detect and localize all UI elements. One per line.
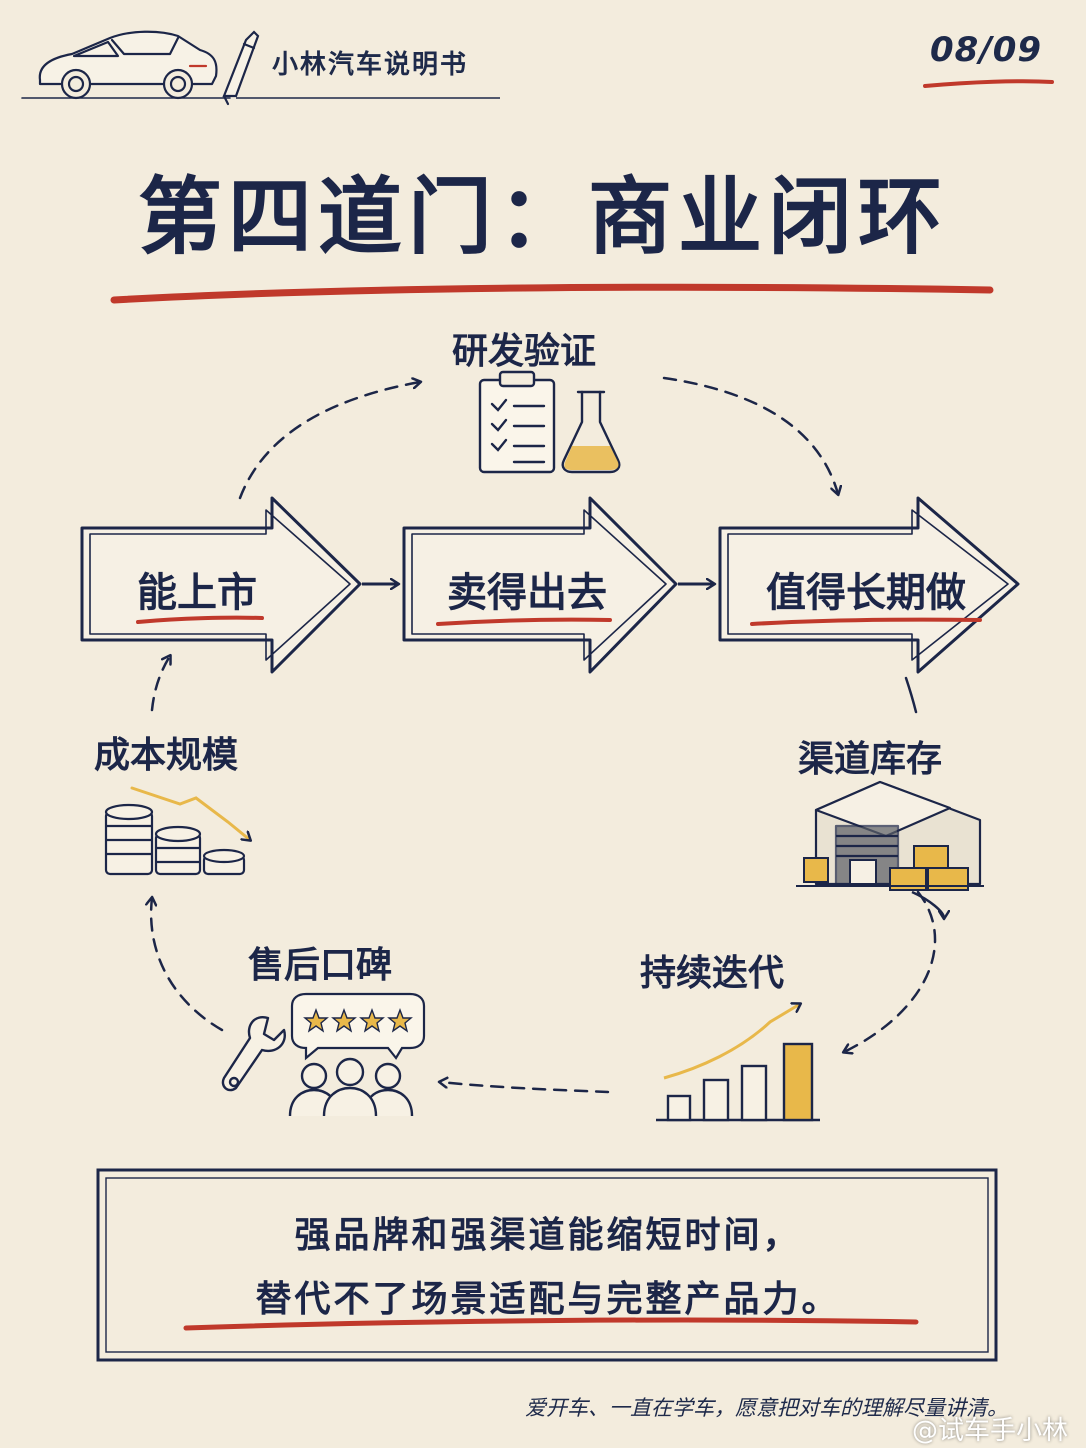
cycle-arrow-aftersales-cost [151,898,224,1032]
car-sketch-icon [21,30,231,100]
stage-arrow-shape-3 [718,496,1020,674]
cycle-arrow-rd-to-long-term [662,376,838,494]
clipboard-checklist-icon [478,370,556,474]
bar-chart-growth-icon [656,1004,820,1122]
page-number: 08/09 [930,30,1043,70]
stage-label-1: 能上市 [137,570,257,616]
summary-line-2: 替代不了场景适配与完整产品力。 [255,1279,841,1320]
stage-arrow-shape-2 [402,496,678,674]
people-icon [288,1057,414,1117]
cycle-arrow-channel-iteration [844,890,937,1052]
node-label-aftersales: 售后口碑 [248,945,393,986]
cycle-arrow-to-channel [904,676,918,714]
page-number-underline [923,79,1054,88]
stage-label-2: 卖得出去 [447,570,607,616]
page-title: 第四道门：商业闭环 [137,168,948,266]
cycle-arrow-to-rd [238,382,420,500]
node-label-cost: 成本规模 [94,735,239,776]
title-underline [110,283,994,304]
stage-arrow-shape-1 [80,496,362,674]
star-rating-bubble-icon [290,992,426,1061]
cycle-arrow-cost-to-market [150,656,170,712]
node-label-iteration: 持续迭代 [640,953,785,994]
summary-box [96,1168,998,1362]
coin-stacks-icon [104,803,246,876]
stage-label-3: 值得长期做 [766,570,966,616]
summary-underline [183,1317,919,1331]
node-label-channel: 渠道库存 [798,739,943,780]
brand-title: 小林汽车说明书 [272,50,469,80]
boxes-icon [803,845,969,891]
down-trend-arrow-icon [130,786,250,840]
flask-icon [561,390,621,474]
watermark: @试车手小林 [912,1416,1069,1446]
footer-tagline: 爱开车、一直在学车，愿意把对车的理解尽量讲清。 [525,1396,1008,1420]
summary-line-1: 强品牌和强渠道能缩短时间， [294,1215,802,1256]
node-label-rd: 研发验证 [452,331,597,372]
cycle-arrow-iteration-aftersales [440,1082,610,1094]
wrench-icon [221,1016,286,1092]
pen-icon [222,30,260,106]
